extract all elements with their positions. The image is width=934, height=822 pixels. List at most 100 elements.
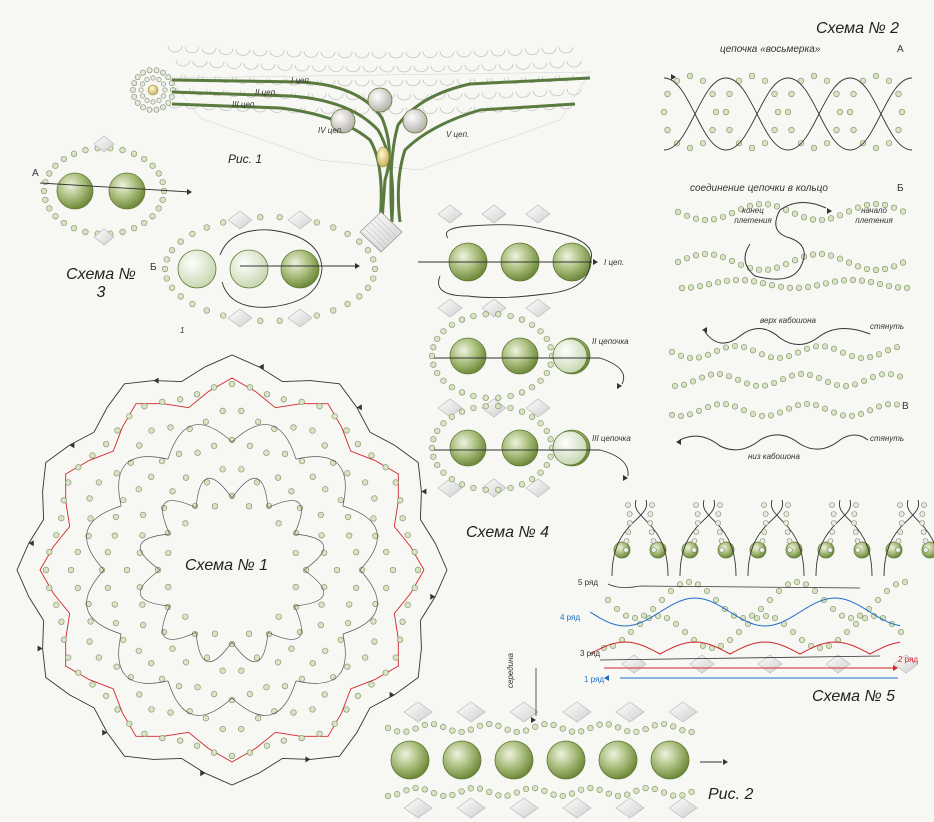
seed-bead	[752, 382, 759, 389]
seed-bead	[228, 752, 236, 760]
arrow-head	[305, 756, 311, 763]
seed-bead	[695, 354, 702, 361]
seed-bead	[687, 284, 695, 291]
seed-bead	[722, 108, 730, 116]
seed-bead	[309, 427, 316, 434]
seed-bead	[168, 93, 175, 100]
seed-bead	[507, 404, 514, 412]
seed-bead	[518, 316, 526, 323]
seed-bead	[372, 532, 379, 540]
seed-bead	[257, 214, 264, 221]
seed-bead	[245, 503, 253, 510]
petal-thread	[267, 605, 302, 640]
seed-bead	[626, 511, 633, 517]
seed-bead	[368, 681, 375, 688]
seed-bead	[150, 99, 156, 105]
seed-bead	[275, 613, 282, 620]
seed-bead	[140, 81, 146, 87]
net-loop	[175, 87, 191, 95]
seed-bead	[737, 261, 745, 268]
seed-bead	[839, 412, 846, 419]
net-loop	[515, 91, 531, 98]
petal-thread	[86, 505, 122, 571]
large-bead	[598, 740, 638, 780]
fig1-chain4-label: IV цеп.	[318, 126, 344, 135]
thread-path	[434, 357, 625, 385]
seed-bead	[670, 723, 677, 730]
seed-bead	[715, 520, 721, 526]
net-loop	[209, 89, 225, 97]
seed-bead	[836, 108, 844, 116]
seed-bead	[175, 683, 183, 690]
net-loop	[532, 90, 548, 97]
schema2-a-letter: А	[897, 44, 904, 55]
seed-bead	[686, 354, 693, 361]
seed-bead	[827, 547, 833, 553]
seed-bead	[759, 547, 765, 553]
seed-bead	[921, 502, 927, 508]
seed-bead	[854, 263, 862, 270]
seed-bead	[633, 787, 640, 794]
seed-bead	[785, 502, 791, 508]
seed-bead	[354, 441, 361, 448]
seed-bead	[194, 449, 201, 456]
seed-bead	[537, 328, 544, 335]
net-loop	[464, 64, 480, 72]
seed-bead	[774, 108, 782, 116]
seed-bead	[895, 538, 902, 544]
seed-bead	[872, 144, 880, 152]
seed-bead	[292, 549, 299, 557]
seed-bead	[547, 344, 554, 351]
seed-bead	[154, 566, 162, 574]
seed-bead	[699, 642, 706, 649]
seed-bead	[486, 720, 493, 728]
seed-bead	[189, 230, 196, 238]
seed-bead	[114, 706, 121, 713]
seed-bead	[701, 216, 709, 224]
seed-bead	[165, 583, 172, 591]
seed-bead	[167, 709, 174, 716]
seed-bead	[885, 77, 893, 84]
thread-loop	[219, 229, 323, 308]
seed-bead	[113, 663, 120, 670]
seed-bead	[89, 681, 96, 688]
schema2-a-caption: цепочка «восьмерка»	[720, 44, 821, 55]
seed-bead	[771, 615, 778, 622]
seed-bead	[800, 214, 808, 221]
seed-bead	[749, 410, 756, 417]
seed-bead	[411, 548, 418, 556]
seed-bead	[104, 549, 111, 556]
join-thread	[744, 202, 827, 280]
seed-bead	[559, 792, 566, 800]
seed-bead	[605, 721, 612, 728]
seed-bead	[98, 566, 106, 574]
seed-bead	[899, 520, 905, 526]
arrow-head	[531, 717, 536, 723]
seed-bead	[298, 735, 305, 742]
seed-bead	[440, 328, 447, 335]
seed-bead	[211, 442, 218, 449]
seed-bead	[131, 80, 138, 87]
seed-bead	[547, 453, 554, 460]
seed-bead	[75, 669, 82, 676]
seed-bead	[58, 618, 65, 625]
seed-bead	[740, 407, 747, 414]
seed-bead	[228, 696, 236, 704]
seed-bead	[518, 481, 526, 488]
seed-bead	[370, 275, 377, 282]
seed-bead	[344, 230, 351, 238]
seed-bead	[686, 411, 693, 418]
seed-bead	[211, 503, 219, 510]
seed-bead	[858, 277, 866, 284]
seed-bead	[141, 730, 148, 737]
facet-line	[376, 216, 398, 238]
petal-thread	[167, 680, 233, 716]
seed-bead	[495, 311, 502, 318]
seed-bead	[292, 583, 299, 591]
seed-bead	[658, 596, 665, 603]
seed-bead	[853, 502, 859, 508]
seed-bead	[624, 791, 631, 798]
large-bead	[817, 541, 835, 559]
seed-bead	[146, 67, 153, 74]
seed-bead	[890, 263, 898, 270]
